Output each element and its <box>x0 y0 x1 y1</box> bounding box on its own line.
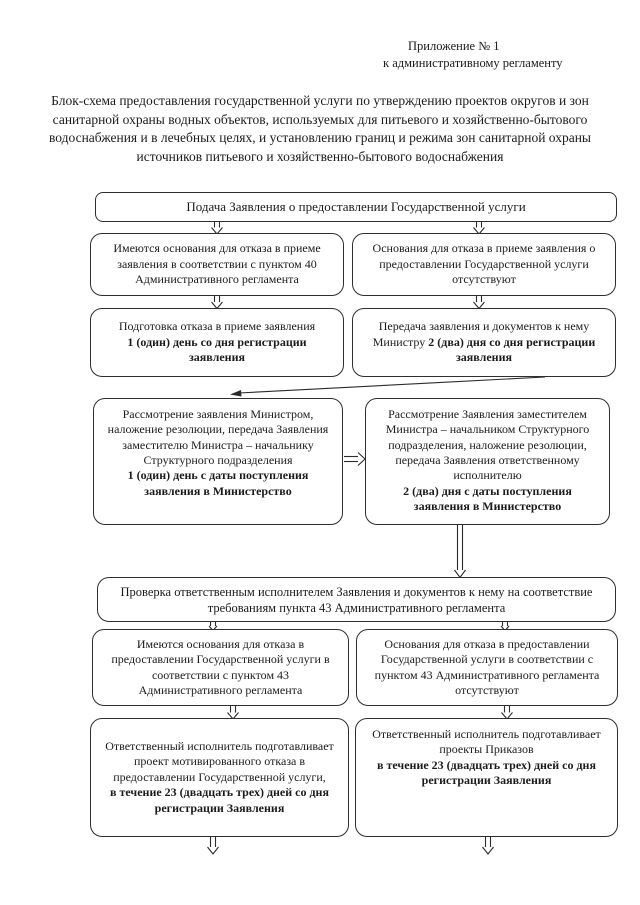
box-text: Ответственный исполнитель подготавливает… <box>372 727 601 757</box>
flow-box-minister-review: Рассмотрение заявления Министром, наложе… <box>93 398 343 525</box>
box-term-text: 2 (два) дня со дня регистрации заявления <box>428 334 596 365</box>
annotation-block: Приложение № 1 к административному регла… <box>383 38 563 72</box>
arrow-to-transfer-minister <box>473 296 485 310</box>
flow-box-executor-check: Проверка ответственным исполнителем Заяв… <box>97 577 616 622</box>
box-term-text: 1 (один) день со дня регистрации заявлен… <box>127 334 307 365</box>
box-text: Ответственный исполнитель подготавливает… <box>105 739 334 784</box>
box-text: Подача Заявления о предоставлении Госуда… <box>186 198 526 214</box>
box-text: Рассмотрение заявления Министром, наложе… <box>107 407 329 468</box>
arrow-minister-to-deputy <box>344 452 366 466</box>
document-title: Блок-схема предоставления государственно… <box>48 93 592 164</box>
box-term-text: в течение 23 (двадцать трех) дней со дня… <box>377 757 596 788</box>
flow-box-service-refuse-grounds-exist: Имеются основания для отказа в предостав… <box>92 629 349 706</box>
flow-box-service-refuse-grounds-absent: Основания для отказа в предоставлении Го… <box>356 629 618 706</box>
annotation-line-1: Приложение № 1 <box>408 39 500 53</box>
flow-box-refuse-grounds-exist: Имеются основания для отказа в приеме за… <box>90 233 344 296</box>
annotation-line-2: к административному регламенту <box>383 56 563 70</box>
arrow-diagonal-to-minister-review <box>230 376 546 397</box>
flow-box-transfer-to-minister: Передача заявления и документов к нему М… <box>352 308 616 377</box>
box-term-text: 2 (два) дня с даты поступления заявления… <box>403 483 572 514</box>
box-text: Основания для отказа в приеме заявления … <box>372 241 596 287</box>
box-term-text: в течение 23 (двадцать трех) дней со дня… <box>110 785 329 815</box>
box-text: Проверка ответственным исполнителем Заяв… <box>120 584 593 615</box>
flow-box-prepare-orders: Ответственный исполнитель подготавливает… <box>355 718 618 837</box>
arrow-to-prepare-refusal <box>211 296 223 310</box>
box-text: Подготовка отказа в приеме заявления <box>118 319 316 334</box>
arrow-deputy-to-check <box>454 525 466 579</box>
box-text: Имеются основания для отказа в предостав… <box>111 636 330 697</box>
box-term-text: 1 (один) день с даты поступления заявлен… <box>127 468 309 498</box>
flow-box-submit-application: Подача Заявления о предоставлении Госуда… <box>95 192 617 222</box>
box-text: Основания для отказа в предоставлении Го… <box>374 636 600 697</box>
flow-box-prepare-refusal: Подготовка отказа в приеме заявления 1 (… <box>90 308 344 377</box>
box-text: Имеются основания для отказа в приеме за… <box>113 241 321 287</box>
arrow-orders-continue <box>482 837 494 855</box>
flow-box-refuse-grounds-absent: Основания для отказа в приеме заявления … <box>352 233 616 296</box>
arrow-refusal-continue <box>207 837 219 855</box>
box-text: Рассмотрение Заявления заместителем Мини… <box>385 407 590 483</box>
box-text: Передача заявления и документов к нему М… <box>372 319 596 365</box>
flow-box-deputy-review: Рассмотрение Заявления заместителем Мини… <box>365 398 610 525</box>
flow-box-prepare-motivated-refusal: Ответственный исполнитель подготавливает… <box>90 718 349 837</box>
